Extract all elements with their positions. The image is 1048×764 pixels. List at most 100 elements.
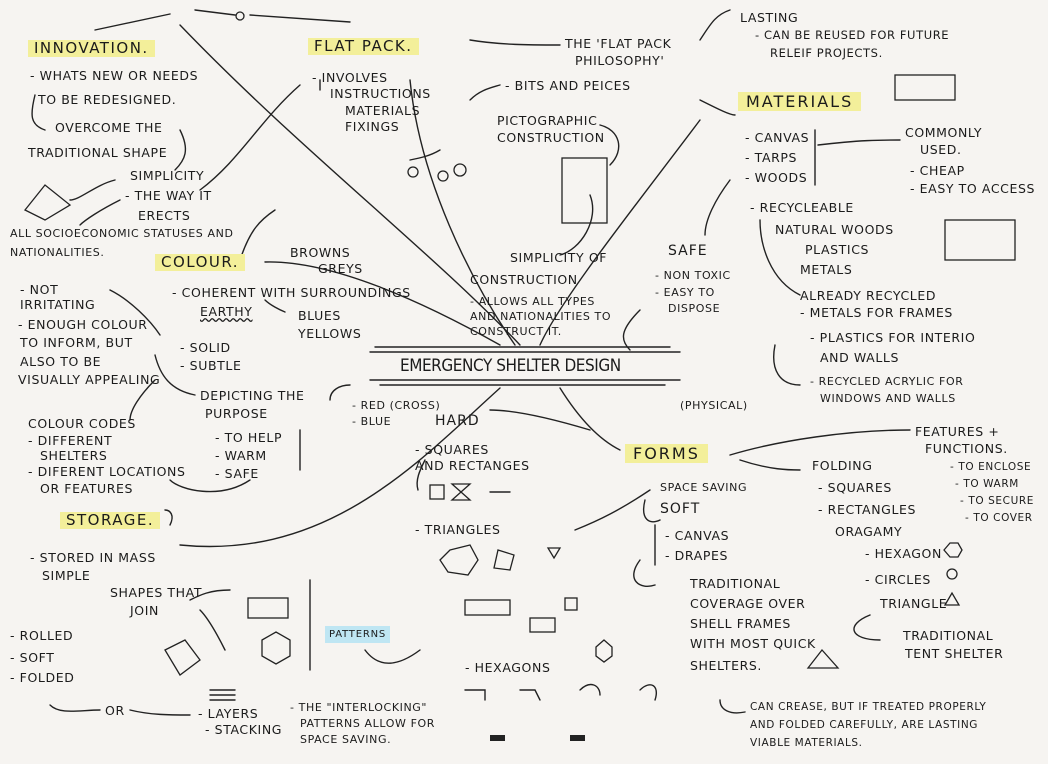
fabric-doodle	[944, 219, 1016, 261]
metals-frames: - METALS FOR FRAMES	[800, 305, 953, 320]
arrow-allstatus	[79, 199, 121, 226]
fold-seq-4	[639, 684, 657, 701]
browns: BROWNS	[290, 245, 351, 260]
flatpack-line-1: - INVOLVES	[312, 70, 388, 85]
blue: - BLUE	[352, 415, 392, 428]
simplicity-construction-5: CONSTRUCT IT.	[470, 325, 562, 338]
tent-doodle	[23, 184, 72, 221]
curve-to-forms	[559, 387, 621, 451]
easy-access: - EASY TO ACCESS	[910, 181, 1036, 196]
nut-doodle2	[437, 170, 449, 182]
arrow-browns	[239, 209, 276, 261]
storage-heading: STORAGE.	[60, 512, 161, 529]
arrow-crease	[719, 699, 746, 714]
layers: - LAYERS	[198, 706, 259, 721]
physical: (PHYSICAL)	[680, 399, 748, 412]
fold-seq-2	[519, 689, 541, 701]
patterns-tag: PATTERNS	[325, 626, 390, 643]
arrow-patterns	[364, 649, 421, 664]
folded: - FOLDED	[10, 670, 75, 685]
dispose: DISPOSE	[668, 302, 721, 315]
arrow-storage	[164, 509, 173, 526]
page-title: EMERGENCY SHELTER DESIGN	[400, 356, 621, 376]
commonly: COMMONLY	[905, 125, 983, 140]
simplicity-line-3: ERECTS	[138, 208, 191, 223]
arrow-features	[729, 429, 911, 456]
arrow-overcome	[31, 94, 46, 131]
innovation-line-2: TO BE REDESIGNED.	[38, 92, 177, 107]
colour-heading: COLOUR.	[155, 254, 246, 271]
arrow-materials	[699, 99, 736, 116]
rectanges: AND RECTANGES	[415, 458, 530, 473]
panel-doodle	[561, 157, 608, 224]
features-6: - TO COVER	[965, 512, 1033, 524]
codes-3: SHELTERS	[40, 448, 108, 463]
simplicity-construction-4: AND NATIONALITIES TO	[470, 310, 612, 323]
folding: FOLDING	[812, 458, 873, 473]
already-recycled: ALREADY RECYCLED	[800, 288, 937, 303]
non-toxic: - NON TOXIC	[655, 269, 731, 282]
flatpack-heading: FLAT PACK.	[308, 38, 419, 55]
space-saving: SPACE SAVING	[660, 481, 748, 494]
strip-doodle2	[529, 617, 556, 633]
simple: SIMPLE	[42, 568, 91, 583]
picto-line-2: CONSTRUCTION	[497, 130, 605, 145]
natural-woods: NATURAL WOODS	[775, 222, 894, 237]
rolled: - ROLLED	[10, 628, 74, 643]
arrow-simplicity	[174, 129, 187, 171]
subtle: - SUBTLE	[180, 358, 242, 373]
nut-doodle	[407, 166, 419, 178]
arrow-hard	[489, 409, 591, 431]
flatpack-line-4: FIXINGS	[345, 119, 400, 134]
wrench-doodle	[194, 9, 236, 16]
or: OR	[105, 703, 125, 718]
innovation-footer-1: ALL SOCIOECONOMIC STATUSES AND	[10, 227, 234, 240]
screw-doodle	[409, 149, 441, 161]
features-4: - TO WARM	[955, 478, 1019, 490]
curve-to-materials	[539, 119, 701, 346]
soft-canvas: - CANVAS	[665, 528, 730, 543]
tarps: - TARPS	[745, 150, 798, 165]
hard: HARD	[435, 413, 480, 429]
soft: - SOFT	[10, 650, 55, 665]
arrow-innovation-wrench	[94, 13, 171, 31]
arrow-red	[329, 384, 351, 401]
canvas: - CANVAS	[745, 130, 810, 145]
fold-seq-3	[579, 683, 601, 696]
cube-doodle	[164, 639, 201, 676]
traditional-4: WITH MOST QUICK	[690, 636, 816, 651]
hexagon-cluster-doodle	[261, 631, 291, 665]
picto-line-1: PICTOGRAPHIC	[497, 113, 598, 128]
lasting: LASTING	[740, 10, 799, 25]
stored-mass: - STORED IN MASS	[30, 550, 156, 565]
colour-left-4: TO INFORM, BUT	[20, 335, 133, 350]
traditional-3: SHELL FRAMES	[690, 616, 791, 631]
cheap: - CHEAP	[910, 163, 965, 178]
folding-rectangles: - RECTANGLES	[818, 502, 917, 517]
arrow-to-flatpack	[199, 84, 301, 191]
colour-left-6: VISUALLY APPEALING	[18, 372, 161, 387]
simplicity-line-1: SIMPLICITY	[130, 168, 205, 183]
flatpack-line-2: INSTRUCTIONS	[330, 86, 431, 101]
triangles: - TRIANGLES	[415, 522, 501, 537]
purpose-help: - TO HELP	[215, 430, 283, 445]
arrow-picto	[599, 124, 620, 166]
woods: - WOODS	[745, 170, 808, 185]
arrow-hard-shapes	[416, 459, 426, 491]
traditional-1: TRADITIONAL	[690, 576, 781, 591]
arrow-safe	[704, 179, 731, 236]
features-2: FUNCTIONS.	[925, 441, 1008, 456]
strip-doodle	[464, 599, 511, 616]
arrow-blues	[264, 299, 286, 313]
join: JOIN	[130, 603, 159, 618]
arrow-safe-down	[622, 309, 641, 351]
innovation-line-1: - WHATS NEW OR NEEDS	[30, 68, 199, 83]
purpose-warm: - WARM	[215, 448, 267, 463]
arrow-tent	[853, 614, 881, 641]
philosophy-line-1: THE 'FLAT PACK	[565, 36, 672, 51]
arrow-codes-back	[169, 479, 251, 493]
blues: BLUES	[298, 308, 341, 323]
innovation-heading: INNOVATION.	[28, 40, 155, 57]
innovation-line-4: TRADITIONAL SHAPE	[28, 145, 168, 160]
